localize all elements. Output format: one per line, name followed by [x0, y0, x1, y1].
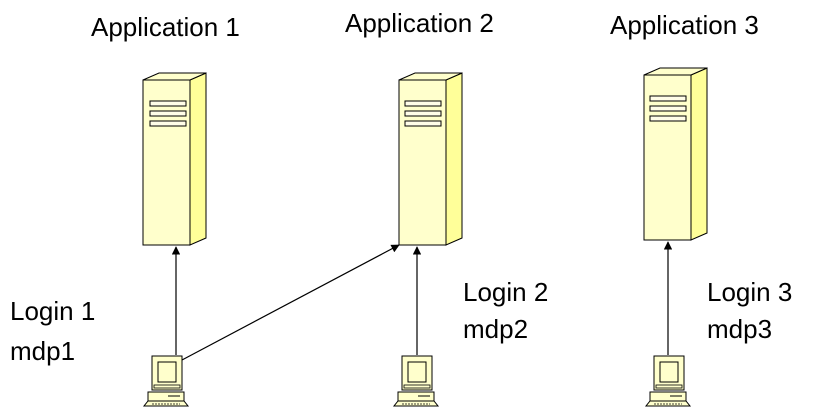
client-3-login: Login 3 — [707, 277, 793, 307]
application-3-label: Application 3 — [610, 10, 759, 40]
application-2-label: Application 2 — [345, 8, 494, 38]
client-1-login: Login 1 — [10, 296, 96, 326]
client-2-computer-icon — [392, 355, 440, 407]
client-2-password: mdp2 — [463, 314, 529, 344]
client-3-computer-icon — [644, 355, 692, 407]
connection-client1-app2 — [181, 244, 400, 361]
server-2-icon — [398, 72, 463, 246]
client-2-login: Login 2 — [463, 277, 549, 307]
application-1-label: Application 1 — [91, 12, 240, 42]
server-1-icon — [142, 72, 207, 246]
client-1-computer-icon — [142, 355, 190, 407]
client-1-password: mdp1 — [10, 336, 76, 366]
client-3-password: mdp3 — [707, 314, 773, 344]
server-3-icon — [643, 67, 708, 241]
